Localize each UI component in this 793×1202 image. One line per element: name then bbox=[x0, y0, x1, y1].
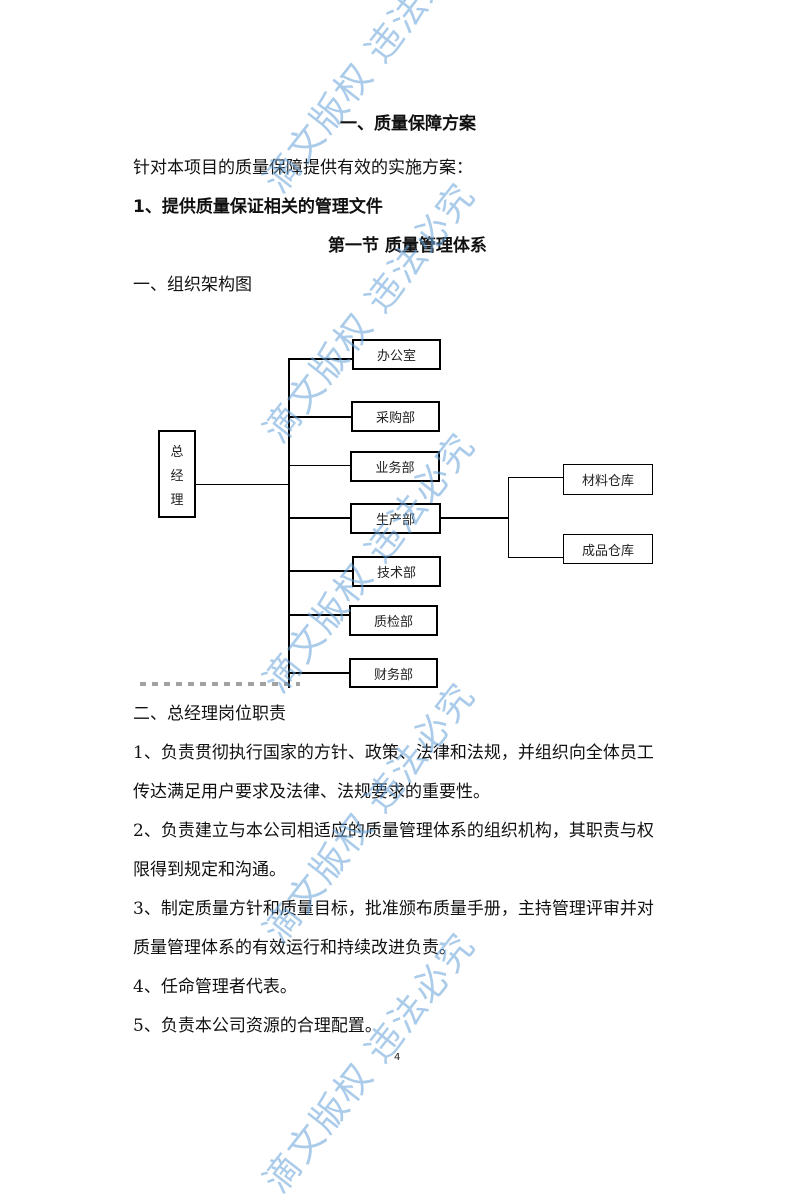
section-heading: 1、提供质量保证相关的管理文件 bbox=[133, 197, 383, 217]
duties-heading: 二、总经理岗位职责 bbox=[133, 704, 286, 724]
connector-purchasing bbox=[288, 416, 352, 418]
dept-label: 采购部 bbox=[375, 411, 415, 426]
connector-finance bbox=[288, 672, 350, 674]
duty-item-1-line2: 传达满足用户要求及法律、法规要求的重要性。 bbox=[133, 782, 490, 802]
connector-production-branch bbox=[441, 517, 509, 519]
document-page: 一、质量保障方案 针对本项目的质量保障提供有效的实施方案： 1、提供质量保证相关… bbox=[133, 0, 654, 1201]
watermark: 滴文版权 违法必究 bbox=[256, 925, 484, 1201]
org-root-char: 总 bbox=[170, 444, 184, 460]
org-dept-technical: 技术部 bbox=[352, 556, 441, 587]
connector-production bbox=[288, 517, 350, 519]
org-root-char: 理 bbox=[170, 492, 184, 508]
org-dept-business: 业务部 bbox=[350, 451, 440, 482]
org-root-char: 经 bbox=[170, 468, 184, 484]
dept-label: 成品仓库 bbox=[581, 543, 634, 559]
dept-label: 办公室 bbox=[376, 349, 416, 364]
duty-item-2-line1: 2、负责建立与本公司相适应的质量管理体系的组织机构，其职责与权 bbox=[133, 821, 654, 841]
chapter-heading: 第一节 质量管理体系 bbox=[328, 236, 487, 256]
duty-item-3-line2: 质量管理体系的有效运行和持续改进负责。 bbox=[133, 938, 456, 958]
org-dept-quality-inspection: 质检部 bbox=[349, 605, 438, 636]
org-dept-office: 办公室 bbox=[352, 339, 441, 370]
org-material-warehouse: 材料仓库 bbox=[563, 464, 653, 495]
org-dept-finance: 财务部 bbox=[349, 658, 438, 688]
dept-label: 财务部 bbox=[373, 667, 413, 683]
connector-office bbox=[288, 358, 352, 360]
duty-item-4: 4、任命管理者代表。 bbox=[133, 977, 297, 997]
intro-paragraph: 针对本项目的质量保障提供有效的实施方案： bbox=[133, 158, 473, 178]
dept-label: 业务部 bbox=[375, 461, 415, 476]
dept-label: 生产部 bbox=[375, 513, 415, 528]
connector-finished-warehouse bbox=[508, 557, 564, 558]
connector-technical bbox=[288, 570, 352, 572]
duty-item-5: 5、负责本公司资源的合理配置。 bbox=[133, 1016, 382, 1036]
org-dept-production: 生产部 bbox=[350, 503, 441, 534]
duty-item-2-line2: 限得到规定和沟通。 bbox=[133, 860, 286, 880]
connector-root bbox=[196, 484, 289, 485]
org-root-general-manager: 总 经 理 bbox=[158, 430, 196, 518]
connector-trunk bbox=[288, 358, 290, 688]
connector-warehouse-trunk bbox=[508, 477, 509, 557]
connector-material-warehouse bbox=[508, 477, 564, 478]
org-finished-warehouse: 成品仓库 bbox=[563, 534, 653, 564]
org-chart-heading: 一、组织架构图 bbox=[133, 275, 252, 295]
dept-label: 技术部 bbox=[376, 566, 416, 581]
document-title: 一、质量保障方案 bbox=[340, 114, 476, 134]
clipped-text-line bbox=[140, 682, 300, 686]
duty-item-1-line1: 1、负责贯彻执行国家的方针、政策、法律和法规，并组织向全体员工 bbox=[133, 743, 654, 763]
dept-label: 材料仓库 bbox=[581, 474, 634, 489]
connector-business bbox=[288, 465, 350, 466]
dept-label: 质检部 bbox=[373, 615, 413, 630]
org-dept-purchasing: 采购部 bbox=[351, 401, 440, 432]
connector-qc bbox=[288, 614, 350, 616]
page-number: 4 bbox=[394, 1052, 401, 1063]
duty-item-3-line1: 3、制定质量方针和质量目标，批准颁布质量手册，主持管理评审并对 bbox=[133, 899, 654, 919]
